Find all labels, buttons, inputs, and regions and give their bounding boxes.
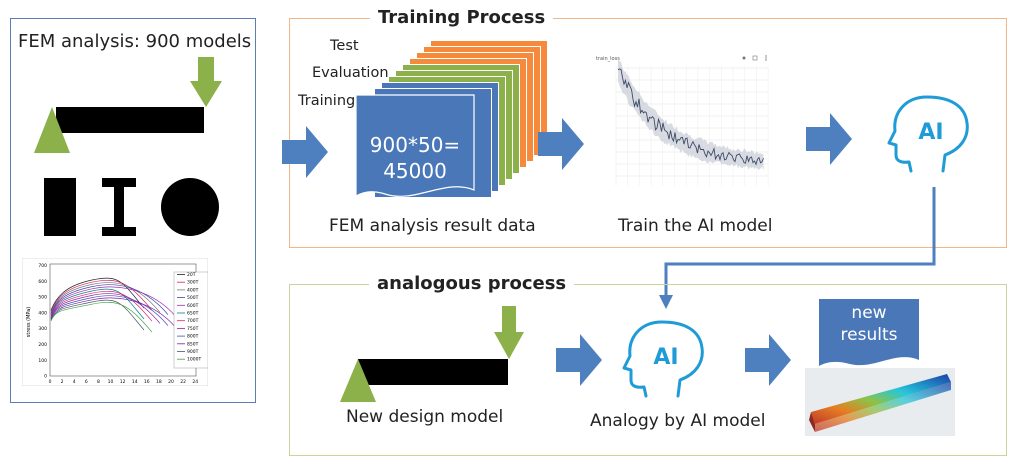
stress-curve bbox=[50, 284, 169, 315]
support-triangle bbox=[34, 107, 70, 153]
stress-curve bbox=[50, 279, 153, 312]
stress-curve bbox=[50, 286, 177, 318]
ai-analogy-label: AI bbox=[653, 345, 678, 370]
stack-label-test: Test bbox=[330, 38, 359, 54]
cantilever-beam-diagram bbox=[34, 57, 222, 153]
new-load-arrow bbox=[494, 306, 524, 359]
stress-legend-entry: 700T bbox=[187, 318, 199, 324]
stress-legend-entry: 20T bbox=[187, 272, 196, 278]
stress-curve bbox=[50, 288, 145, 320]
stress-y-tick: 0 bbox=[44, 374, 47, 380]
stress-x-tick: 24 bbox=[192, 379, 198, 385]
stress-x-tick: 4 bbox=[73, 379, 76, 385]
analogous-process-title: analogous process bbox=[369, 273, 575, 294]
cross-sections bbox=[44, 178, 219, 236]
analogy-caption: Analogy by AI model bbox=[590, 411, 766, 431]
fem-contour-result-image bbox=[805, 368, 955, 436]
stress-x-tick: 8 bbox=[97, 379, 100, 385]
stress-y-tick: 600 bbox=[38, 279, 47, 285]
stress-legend-entry: 500T bbox=[187, 295, 199, 301]
training-process-title: Training Process bbox=[370, 7, 554, 28]
stress-x-tick: 14 bbox=[132, 379, 138, 385]
data-count-line1: 900*50= bbox=[369, 133, 461, 157]
model-caption: Train the AI model bbox=[618, 216, 773, 236]
stress-y-tick: 400 bbox=[38, 310, 47, 316]
analogous-process-panel bbox=[289, 284, 1007, 456]
stress-y-tick: 300 bbox=[38, 326, 47, 332]
fem-models-panel bbox=[10, 18, 256, 403]
stress-legend-entry: 600T bbox=[187, 303, 199, 309]
stress-x-tick: 16 bbox=[144, 379, 150, 385]
stress-x-tick: 20 bbox=[168, 379, 174, 385]
stress-curve bbox=[50, 295, 169, 326]
ai-connector-line bbox=[659, 187, 936, 309]
arrow-design-to-ai bbox=[556, 334, 602, 386]
stress-x-tick: 10 bbox=[108, 379, 114, 385]
stress-x-tick: 18 bbox=[156, 379, 162, 385]
stress-x-tick: 6 bbox=[85, 379, 88, 385]
loss-plot-title: train_loss bbox=[596, 56, 620, 62]
rect-section bbox=[44, 178, 76, 236]
stress-legend-entry: 650T bbox=[187, 311, 199, 317]
stress-curve bbox=[50, 282, 161, 313]
stress-curve bbox=[50, 301, 153, 333]
loss-curve-chart: train_loss bbox=[592, 50, 776, 198]
i-beam-section bbox=[102, 178, 136, 236]
data-count: 900*50= 45000 bbox=[360, 132, 470, 184]
stack-label-training: Training bbox=[298, 93, 356, 109]
arrow-training-to-ai bbox=[806, 113, 852, 165]
new-design-beam-diagram bbox=[340, 306, 524, 402]
training-data-document bbox=[355, 94, 475, 198]
stress-y-tick: 700 bbox=[38, 263, 47, 269]
fem-models-title: FEM analysis: 900 models bbox=[18, 31, 252, 52]
circle-section bbox=[161, 178, 219, 236]
new-design-caption: New design model bbox=[346, 407, 504, 427]
new-beam bbox=[358, 359, 508, 385]
arrow-data-to-training bbox=[538, 118, 584, 170]
stress-legend-entry: 1000T bbox=[187, 357, 201, 363]
new-support-triangle bbox=[340, 359, 376, 402]
ai-analogy-head-icon: AI bbox=[622, 320, 704, 398]
training-process-panel bbox=[289, 18, 1007, 248]
stress-y-tick: 500 bbox=[38, 295, 47, 301]
stress-x-tick: 0 bbox=[49, 379, 52, 385]
stress-legend-entry: 850T bbox=[187, 341, 199, 347]
stress-x-tick: 22 bbox=[180, 379, 186, 385]
new-results-line2: results bbox=[840, 325, 898, 345]
new-results-label: new results bbox=[818, 302, 920, 346]
ai-head-label: AI bbox=[918, 120, 943, 145]
load-arrow bbox=[190, 57, 222, 107]
stress-curve bbox=[50, 299, 145, 331]
stress-y-tick: 100 bbox=[38, 358, 47, 364]
stress-legend-entry: 800T bbox=[187, 334, 199, 340]
stress-legend-entry: 750T bbox=[187, 326, 199, 332]
stress-axis-label: stress (MPa) bbox=[26, 307, 32, 338]
stress-x-tick: 2 bbox=[61, 379, 64, 385]
stress-legend-entry: 300T bbox=[187, 280, 199, 286]
stress-legend-entry: 400T bbox=[187, 287, 199, 293]
stress-y-tick: 200 bbox=[38, 342, 47, 348]
stress-curve bbox=[50, 290, 153, 322]
ai-head-icon: AI bbox=[887, 95, 969, 173]
data-caption: FEM analysis result data bbox=[329, 216, 536, 236]
new-results-line1: new bbox=[851, 303, 887, 323]
stack-label-evaluation: Evaluation bbox=[312, 65, 389, 81]
arrow-ai-to-results bbox=[745, 334, 791, 386]
stress-curve bbox=[50, 277, 145, 311]
stress-curve bbox=[50, 293, 161, 324]
data-count-line2: 45000 bbox=[383, 159, 447, 183]
stress-legend-entry: 900T bbox=[187, 349, 199, 355]
new-results-document bbox=[819, 299, 919, 366]
stress-curve bbox=[50, 297, 177, 329]
beam bbox=[56, 107, 204, 133]
stress-x-tick: 12 bbox=[120, 379, 126, 385]
arrow-left-to-training bbox=[282, 126, 328, 178]
